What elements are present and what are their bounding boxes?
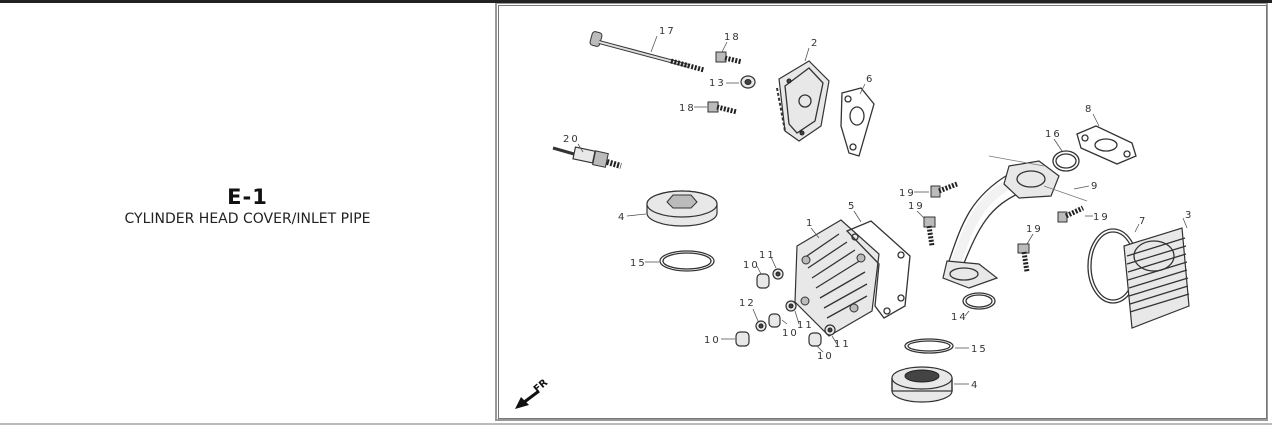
part-1-cylinder-head	[794, 219, 880, 337]
part-15-o-ring-bottom	[904, 338, 954, 354]
part-16-o-ring	[1052, 150, 1080, 172]
callout-6: 6	[866, 74, 874, 85]
callout-12: 12	[739, 298, 756, 309]
callout-10-a: 10	[743, 260, 760, 271]
part-11-washer-c	[824, 324, 836, 336]
callout-10-c: 10	[704, 335, 721, 346]
callout-13: 13	[709, 78, 726, 89]
callout-10-d: 10	[817, 351, 834, 362]
callout-19-d: 19	[1093, 212, 1110, 223]
section-title: CYLINDER HEAD COVER/INLET PIPE	[124, 211, 371, 227]
callout-10-b: 10	[782, 328, 799, 339]
part-18-bolt-top	[715, 51, 743, 65]
part-20-spark-plug	[552, 146, 622, 169]
part-2-rocker-cover	[776, 60, 830, 142]
part-19-bolt-d	[1057, 205, 1085, 223]
front-direction-arrow	[515, 389, 540, 409]
callout-2: 2	[811, 38, 819, 49]
part-6-gasket	[840, 87, 875, 157]
callout-4-bottom: 4	[971, 380, 979, 391]
part-11-washer-b	[785, 300, 797, 312]
callout-8: 8	[1085, 104, 1093, 115]
part-12-washer	[755, 320, 767, 332]
callout-19-b: 19	[908, 201, 925, 212]
part-10-cap-nut-d	[808, 332, 822, 347]
callout-19-a: 19	[899, 188, 916, 199]
callout-15-bottom: 15	[971, 344, 988, 355]
part-4-cap-top	[646, 190, 718, 227]
callout-3: 3	[1185, 210, 1193, 221]
part-18-bolt-middle	[707, 101, 738, 115]
callout-16: 16	[1045, 129, 1062, 140]
part-10-cap-nut-b	[768, 313, 781, 328]
callout-11-b: 11	[797, 320, 814, 331]
callout-18-middle: 18	[679, 103, 696, 114]
part-15-o-ring-left	[659, 250, 715, 272]
callout-7: 7	[1139, 216, 1147, 227]
callout-15-left: 15	[630, 258, 647, 269]
part-13-washer	[740, 75, 756, 89]
callout-11-c: 11	[834, 339, 851, 350]
callout-4-top: 4	[618, 212, 626, 223]
part-17-long-bolt	[589, 31, 705, 73]
section-header: E-1 CYLINDER HEAD COVER/INLET PIPE	[0, 3, 495, 421]
callout-18-top: 18	[724, 32, 741, 43]
part-10-cap-nut-a	[756, 273, 770, 289]
exploded-diagram: 17 18 13 18 2 6	[498, 5, 1267, 419]
callout-17: 17	[659, 26, 676, 37]
part-9-inlet-pipe	[942, 155, 1088, 289]
callout-19-c: 19	[1026, 224, 1043, 235]
part-4-cap-bottom	[891, 366, 953, 403]
part-8-gasket	[1076, 125, 1137, 165]
part-11-washer-a	[772, 268, 784, 280]
section-code: E-1	[227, 185, 268, 209]
callout-14: 14	[951, 312, 968, 323]
part-3-finned-block	[1123, 227, 1190, 329]
part-19-bolt-c	[1017, 243, 1030, 273]
part-19-bolt-a	[930, 181, 958, 198]
callout-9: 9	[1091, 181, 1099, 192]
exploded-diagram-svg: 17 18 13 18 2 6	[515, 26, 1193, 409]
part-5-head-gasket	[845, 220, 911, 319]
callout-5: 5	[848, 201, 856, 212]
callout-20: 20	[563, 134, 580, 145]
part-19-bolt-b	[923, 216, 936, 247]
part-14-o-ring	[962, 292, 996, 310]
part-10-cap-nut-c	[735, 331, 750, 347]
callout-11-a: 11	[759, 250, 776, 261]
callout-1: 1	[806, 218, 814, 229]
exploded-diagram-frame: 17 18 13 18 2 6	[495, 3, 1268, 421]
